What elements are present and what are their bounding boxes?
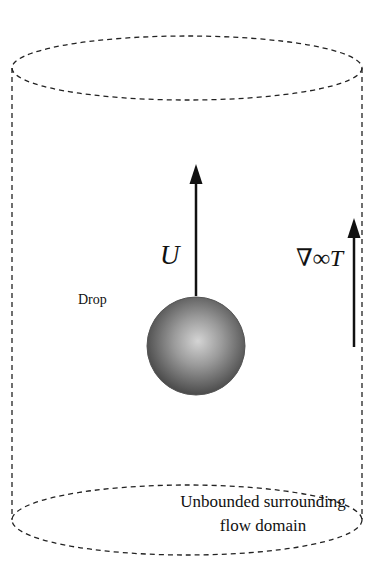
- dashed-outline: [11, 68, 12, 520]
- dashed-outline: [12, 36, 362, 100]
- arrow-head: [348, 218, 361, 238]
- drop-circle: [147, 297, 245, 395]
- drop-sphere: Drop: [146, 296, 246, 396]
- gradient-label: ∇∞T: [296, 244, 343, 272]
- domain-label: Unbounded surrounding flow domain: [168, 490, 358, 538]
- sphere-shape: [146, 296, 246, 396]
- arrow-head: [190, 164, 203, 184]
- cylinder-outline: [10, 34, 364, 558]
- flow-domain: Unbounded surrounding flow domain Drop: [10, 34, 364, 558]
- velocity-arrow: [195, 178, 198, 296]
- gradient-arrow: [353, 232, 356, 347]
- dashed-outline: [361, 68, 362, 520]
- velocity-label: U: [160, 240, 180, 271]
- dashed-outline: [12, 485, 362, 555]
- drop-label: Drop: [78, 290, 138, 310]
